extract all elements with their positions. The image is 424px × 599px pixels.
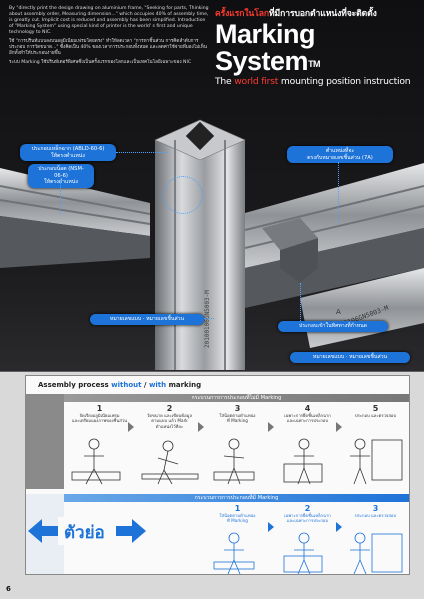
step-text: ประกอบ และตรวจสอบ xyxy=(354,413,397,418)
callout-line-5 xyxy=(300,283,301,321)
assembly-title-mid: / xyxy=(141,381,149,389)
step-number: 1 xyxy=(96,404,103,413)
product-stage: 20100106GN5003-M 20100106GN5003-M A ประก… xyxy=(0,118,424,373)
callout-line-2 xyxy=(60,180,61,214)
intro-thai-1: ใช้ "การปรินท์แบบลงบนอลูมิเนียมเฟรมโดยตร… xyxy=(9,38,207,57)
assembly-title-post: marking xyxy=(166,381,202,389)
step-number: 2 xyxy=(304,504,311,513)
assembly-title: Assembly process without / with marking xyxy=(38,381,201,389)
callout-nut-position: ประกอบน็อต (NSM-06-6) ให้ตรงตำแหน่ง xyxy=(28,164,94,188)
callout-part-number: หมายเลขแบบ · หมายเลขชิ้นส่วน xyxy=(90,314,204,325)
intro-text: By "directly print the design drawing on… xyxy=(9,6,209,68)
subtitle-pre: The xyxy=(215,76,235,87)
step-text: ใส่น็อตตามตำแหน่ง ที่ Marking xyxy=(219,413,256,424)
callout-ring-1 xyxy=(163,176,203,214)
with-marking-bar: กระบวนการการประกอบที่มี Marking xyxy=(64,494,409,502)
step-number: 2 xyxy=(166,404,173,413)
title-block: ครั้งแรกในโลกที่มีการบอกตำแหน่งที่จะติดต… xyxy=(215,6,420,87)
callout-line-3 xyxy=(204,318,214,319)
callout-part-number-2: หมายเลขแบบ · หมายเลขชิ้นส่วน xyxy=(290,352,410,363)
step-number: 3 xyxy=(372,504,379,513)
beam-print-a: A xyxy=(336,308,341,316)
callout-join-part: ตำแหน่งที่จะ ตรงกับหมายเลขชิ้นส่วน (7A) xyxy=(287,146,393,164)
step-text: วัดขนาด และเขียนข้อมูล ตามแบบ แล้ว Mark … xyxy=(146,413,193,429)
step-number: 1 xyxy=(234,504,241,513)
callout-line-4 xyxy=(338,162,339,224)
step-text: เฉพาะการยึดชิ้นเหล็กฉาก และเฉพาะการประกอ… xyxy=(284,413,331,424)
step-number: 3 xyxy=(234,404,241,413)
step-number: 5 xyxy=(372,404,379,413)
step-text: จัดเรียงอลูมิเนียมเฟรม และเตรียมแผงภาพขอ… xyxy=(71,413,128,424)
aluminium-frame-illustration: 20100106GN5003-M 20100106GN5003-M A xyxy=(0,119,424,370)
trademark: TM xyxy=(308,59,321,69)
thai-title: ครั้งแรกในโลกที่มีการบอกตำแหน่งที่จะติดต… xyxy=(215,6,420,20)
assembly-title-without: without xyxy=(111,381,142,389)
thai-title-white: ที่มีการบอกตำแหน่งที่จะติดตั้ง xyxy=(268,9,377,19)
page-number: 6 xyxy=(6,585,11,593)
shorten-label: ตัวย่อ xyxy=(64,523,105,542)
assembly-title-with: with xyxy=(148,381,167,389)
vertical-column xyxy=(155,140,245,370)
corner-bracket xyxy=(262,218,318,250)
time-shortening-arrow: ตัวย่อ xyxy=(28,511,146,551)
assembly-process-panel: Assembly process without / with marking … xyxy=(25,375,410,575)
step-text: ประกอบ และตรวจสอบ xyxy=(354,513,397,518)
step-text: ใส่น็อตตามตำแหน่ง ที่ Marking xyxy=(219,513,256,524)
with-workers-illustration xyxy=(213,532,403,574)
without-marking-bar: กระบวนการการประกอบที่ไม่มี Marking xyxy=(64,394,409,402)
subtitle: The world first mounting position instru… xyxy=(215,76,420,87)
callout-join-direction: ประกอบเข้าในทิศทางที่กำหนด xyxy=(278,321,388,332)
intro-thai-2: ระบบ Marking ใช้ปรินท์เตอร์พิเศษซึ่งเป็น… xyxy=(9,59,192,65)
main-title-text: Marking System xyxy=(215,19,316,76)
step-text: เฉพาะการยึดชิ้นเหล็กฉาก และเฉพาะการประกอ… xyxy=(284,513,331,524)
intro-english: By "directly print the design drawing on… xyxy=(9,6,209,36)
callout-line-1 xyxy=(116,152,168,153)
step-number: 4 xyxy=(304,404,311,413)
subtitle-post: mounting position instruction xyxy=(278,76,411,87)
main-title: Marking SystemTM xyxy=(215,21,420,75)
callout-bracket-position: ประกอบเหล็กฉาก (ABLD-60-6) ให้ตรงตำแหน่ง xyxy=(20,144,116,162)
thai-title-red: ครั้งแรกในโลก xyxy=(215,9,269,19)
subtitle-red: world first xyxy=(234,76,279,87)
without-workers-illustration xyxy=(71,438,403,485)
double-arrow-icon xyxy=(28,517,146,545)
assembly-title-pre: Assembly process xyxy=(38,381,112,389)
without-side-strip xyxy=(26,394,64,489)
